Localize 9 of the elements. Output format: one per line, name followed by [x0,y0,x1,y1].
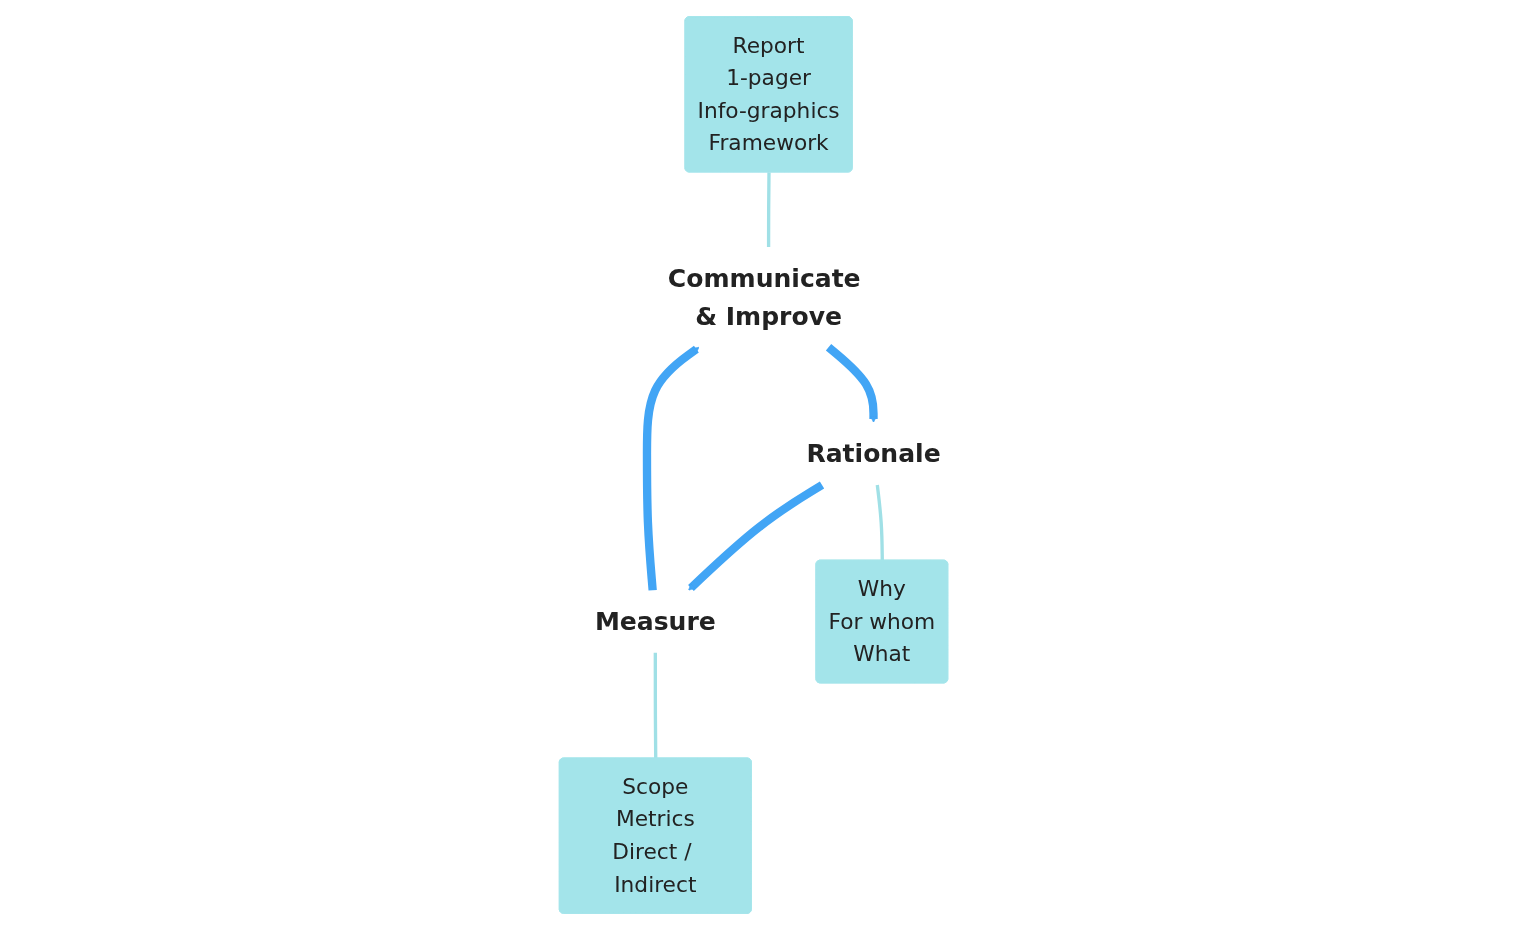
arrow [642,345,700,591]
arrow [688,481,825,591]
node-text: Measure [594,606,716,637]
connector [875,484,884,561]
connector [766,172,771,248]
connector [653,652,658,759]
node-text: Communicate & Improve [667,263,861,331]
arrow [825,344,878,423]
node-text: Rationale [806,439,941,469]
